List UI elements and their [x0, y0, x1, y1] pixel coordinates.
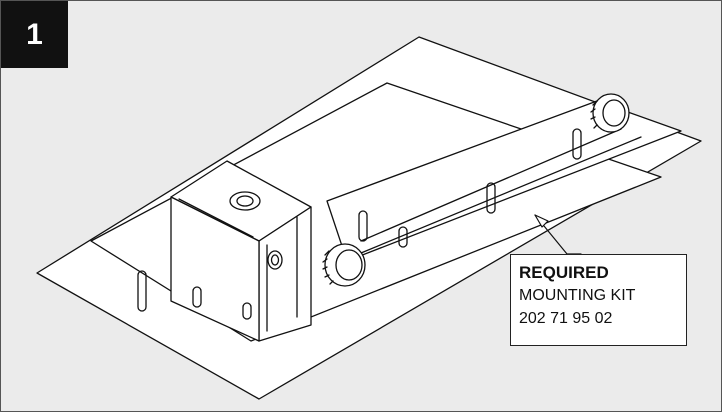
side-screw-icon — [267, 250, 283, 270]
callout-title: REQUIRED — [519, 263, 609, 282]
left-slots — [137, 270, 252, 320]
mounting-rail — [326, 100, 682, 262]
knurled-knob-icon — [322, 243, 366, 287]
top-screw-icon — [229, 191, 261, 211]
required-kit-callout: REQUIRED MOUNTING KIT 202 71 95 02 — [510, 254, 687, 346]
knurled-knob-icon — [590, 93, 630, 133]
step-number-badge: 1 — [1, 1, 68, 68]
callout-kit-name: MOUNTING KIT — [519, 287, 636, 304]
callout-part-number: 202 71 95 02 — [519, 310, 613, 327]
